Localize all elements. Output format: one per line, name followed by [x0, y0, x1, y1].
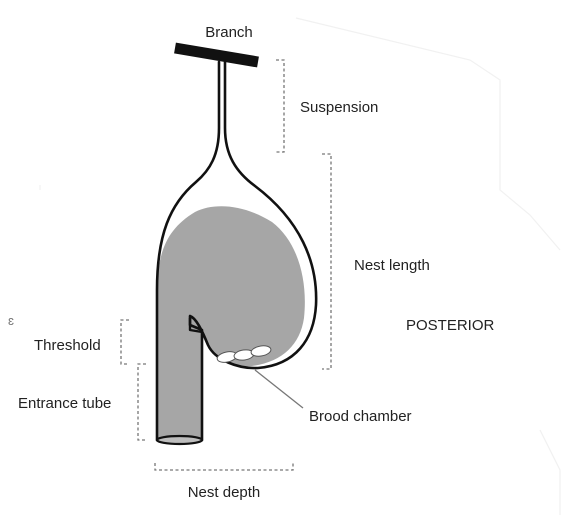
nest-length-bracket: [322, 154, 331, 369]
label-suspension: Suspension: [300, 99, 378, 116]
nest-interior-fill: [157, 206, 305, 440]
label-threshold: Threshold: [34, 337, 101, 354]
label-branch: Branch: [205, 24, 253, 41]
brood-chamber-leader: [255, 370, 303, 408]
branch: [175, 48, 258, 62]
suspension-bracket: [276, 60, 284, 152]
label-nest-length: Nest length: [354, 257, 430, 274]
threshold-bracket: [121, 320, 129, 364]
label-nest-depth: Nest depth: [188, 484, 261, 501]
label-entrance-tube: Entrance tube: [18, 395, 111, 412]
label-brood-chamber: Brood chamber: [309, 408, 412, 425]
entrance-tube-bracket: [138, 364, 146, 440]
entrance-tube-mouth: [157, 436, 202, 444]
label-posterior: POSTERIOR: [406, 317, 495, 334]
nest-depth-bracket: [155, 463, 293, 470]
margin-fragment: ɛ: [8, 313, 14, 328]
